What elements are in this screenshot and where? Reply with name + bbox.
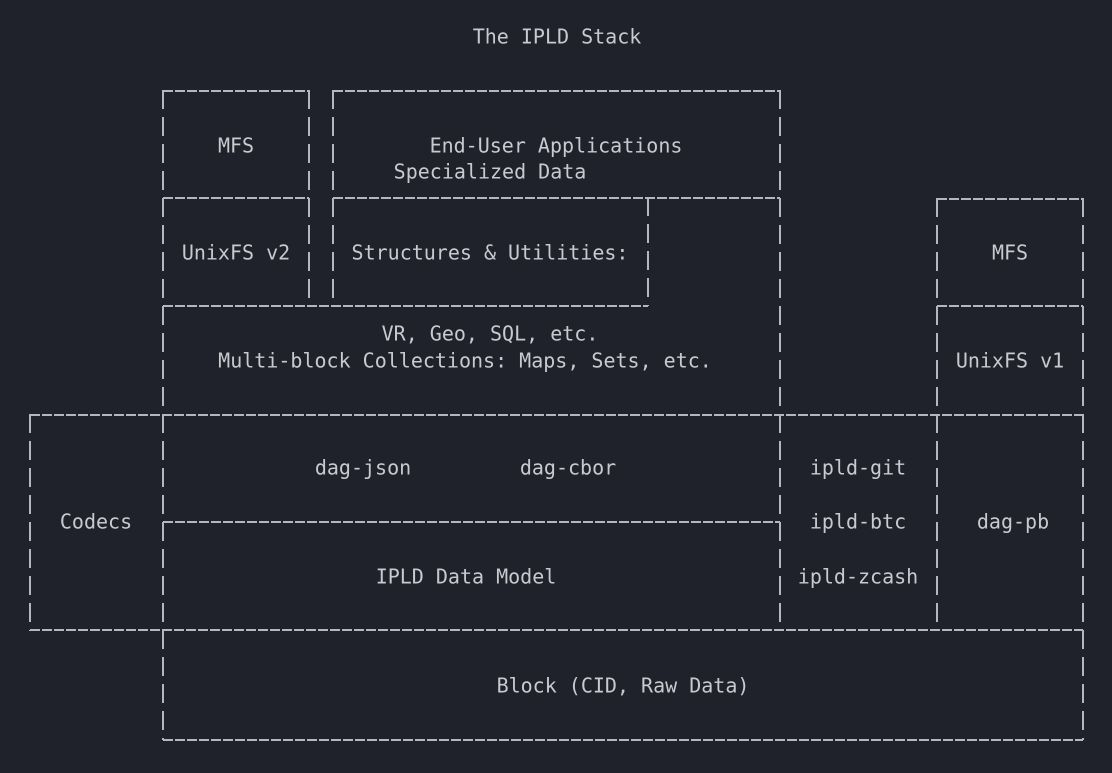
end-user-box-top-border	[333, 90, 780, 92]
diagram-left-border	[162, 90, 164, 740]
diagram-right-border	[1082, 198, 1084, 740]
multi-block-collections-label: Multi-block Collections: Maps, Sets, etc…	[218, 348, 712, 373]
block-box-bottom-border	[163, 739, 1083, 741]
codecs-band-bottom-border	[30, 629, 1083, 631]
end-user-box-right-border	[779, 90, 781, 630]
specialized-data-label: Specialized Data Structures & Utilities:…	[352, 105, 629, 402]
block-label: Block (CID, Raw Data)	[496, 673, 750, 698]
right-column-left-border	[936, 198, 938, 630]
ipld-git-label: ipld-git	[809, 455, 907, 480]
ipld-zcash-label: ipld-zcash	[797, 564, 919, 589]
end-user-specialized-divider	[333, 197, 780, 199]
mfs-right-label: MFS	[991, 240, 1029, 265]
ipld-btc-label: ipld-btc	[809, 509, 907, 534]
specialized-data-line-3: VR, Geo, SQL, etc.	[381, 321, 599, 346]
mfs-right-unixfs-v1-divider	[937, 305, 1083, 307]
mfs-right-box-top-border	[937, 198, 1083, 200]
dag-json-label: dag-json	[314, 455, 412, 480]
dag-pb-label: dag-pb	[976, 509, 1050, 534]
mfs-box-top-border	[163, 90, 309, 92]
mfs-unixfs-v2-divider	[163, 197, 309, 199]
codecs-label: Codecs	[59, 509, 133, 534]
specialized-data-line-2: Structures & Utilities:	[351, 240, 629, 265]
end-user-box-left-border	[332, 90, 334, 306]
codecs-box-left-border	[29, 414, 31, 631]
unixfs-v2-label: UnixFS v2	[181, 240, 291, 265]
end-user-applications-label: End-User Applications	[429, 133, 683, 158]
specialized-data-line-1: Specialized Data	[393, 159, 587, 184]
mfs-box-right-border	[308, 90, 310, 306]
dag-cbor-label: dag-cbor	[519, 455, 617, 480]
diagram-title: The IPLD Stack	[472, 24, 642, 49]
unixfs-v2-specialized-bottom-border	[163, 305, 648, 307]
codecs-band-top-border	[30, 414, 1083, 416]
mfs-top-label: MFS	[217, 133, 255, 158]
ipld-data-model-label: IPLD Data Model	[375, 564, 557, 589]
dag-row-data-model-divider	[163, 521, 780, 523]
specialized-box-right-border	[647, 197, 649, 306]
unixfs-v1-label: UnixFS v1	[955, 348, 1065, 373]
